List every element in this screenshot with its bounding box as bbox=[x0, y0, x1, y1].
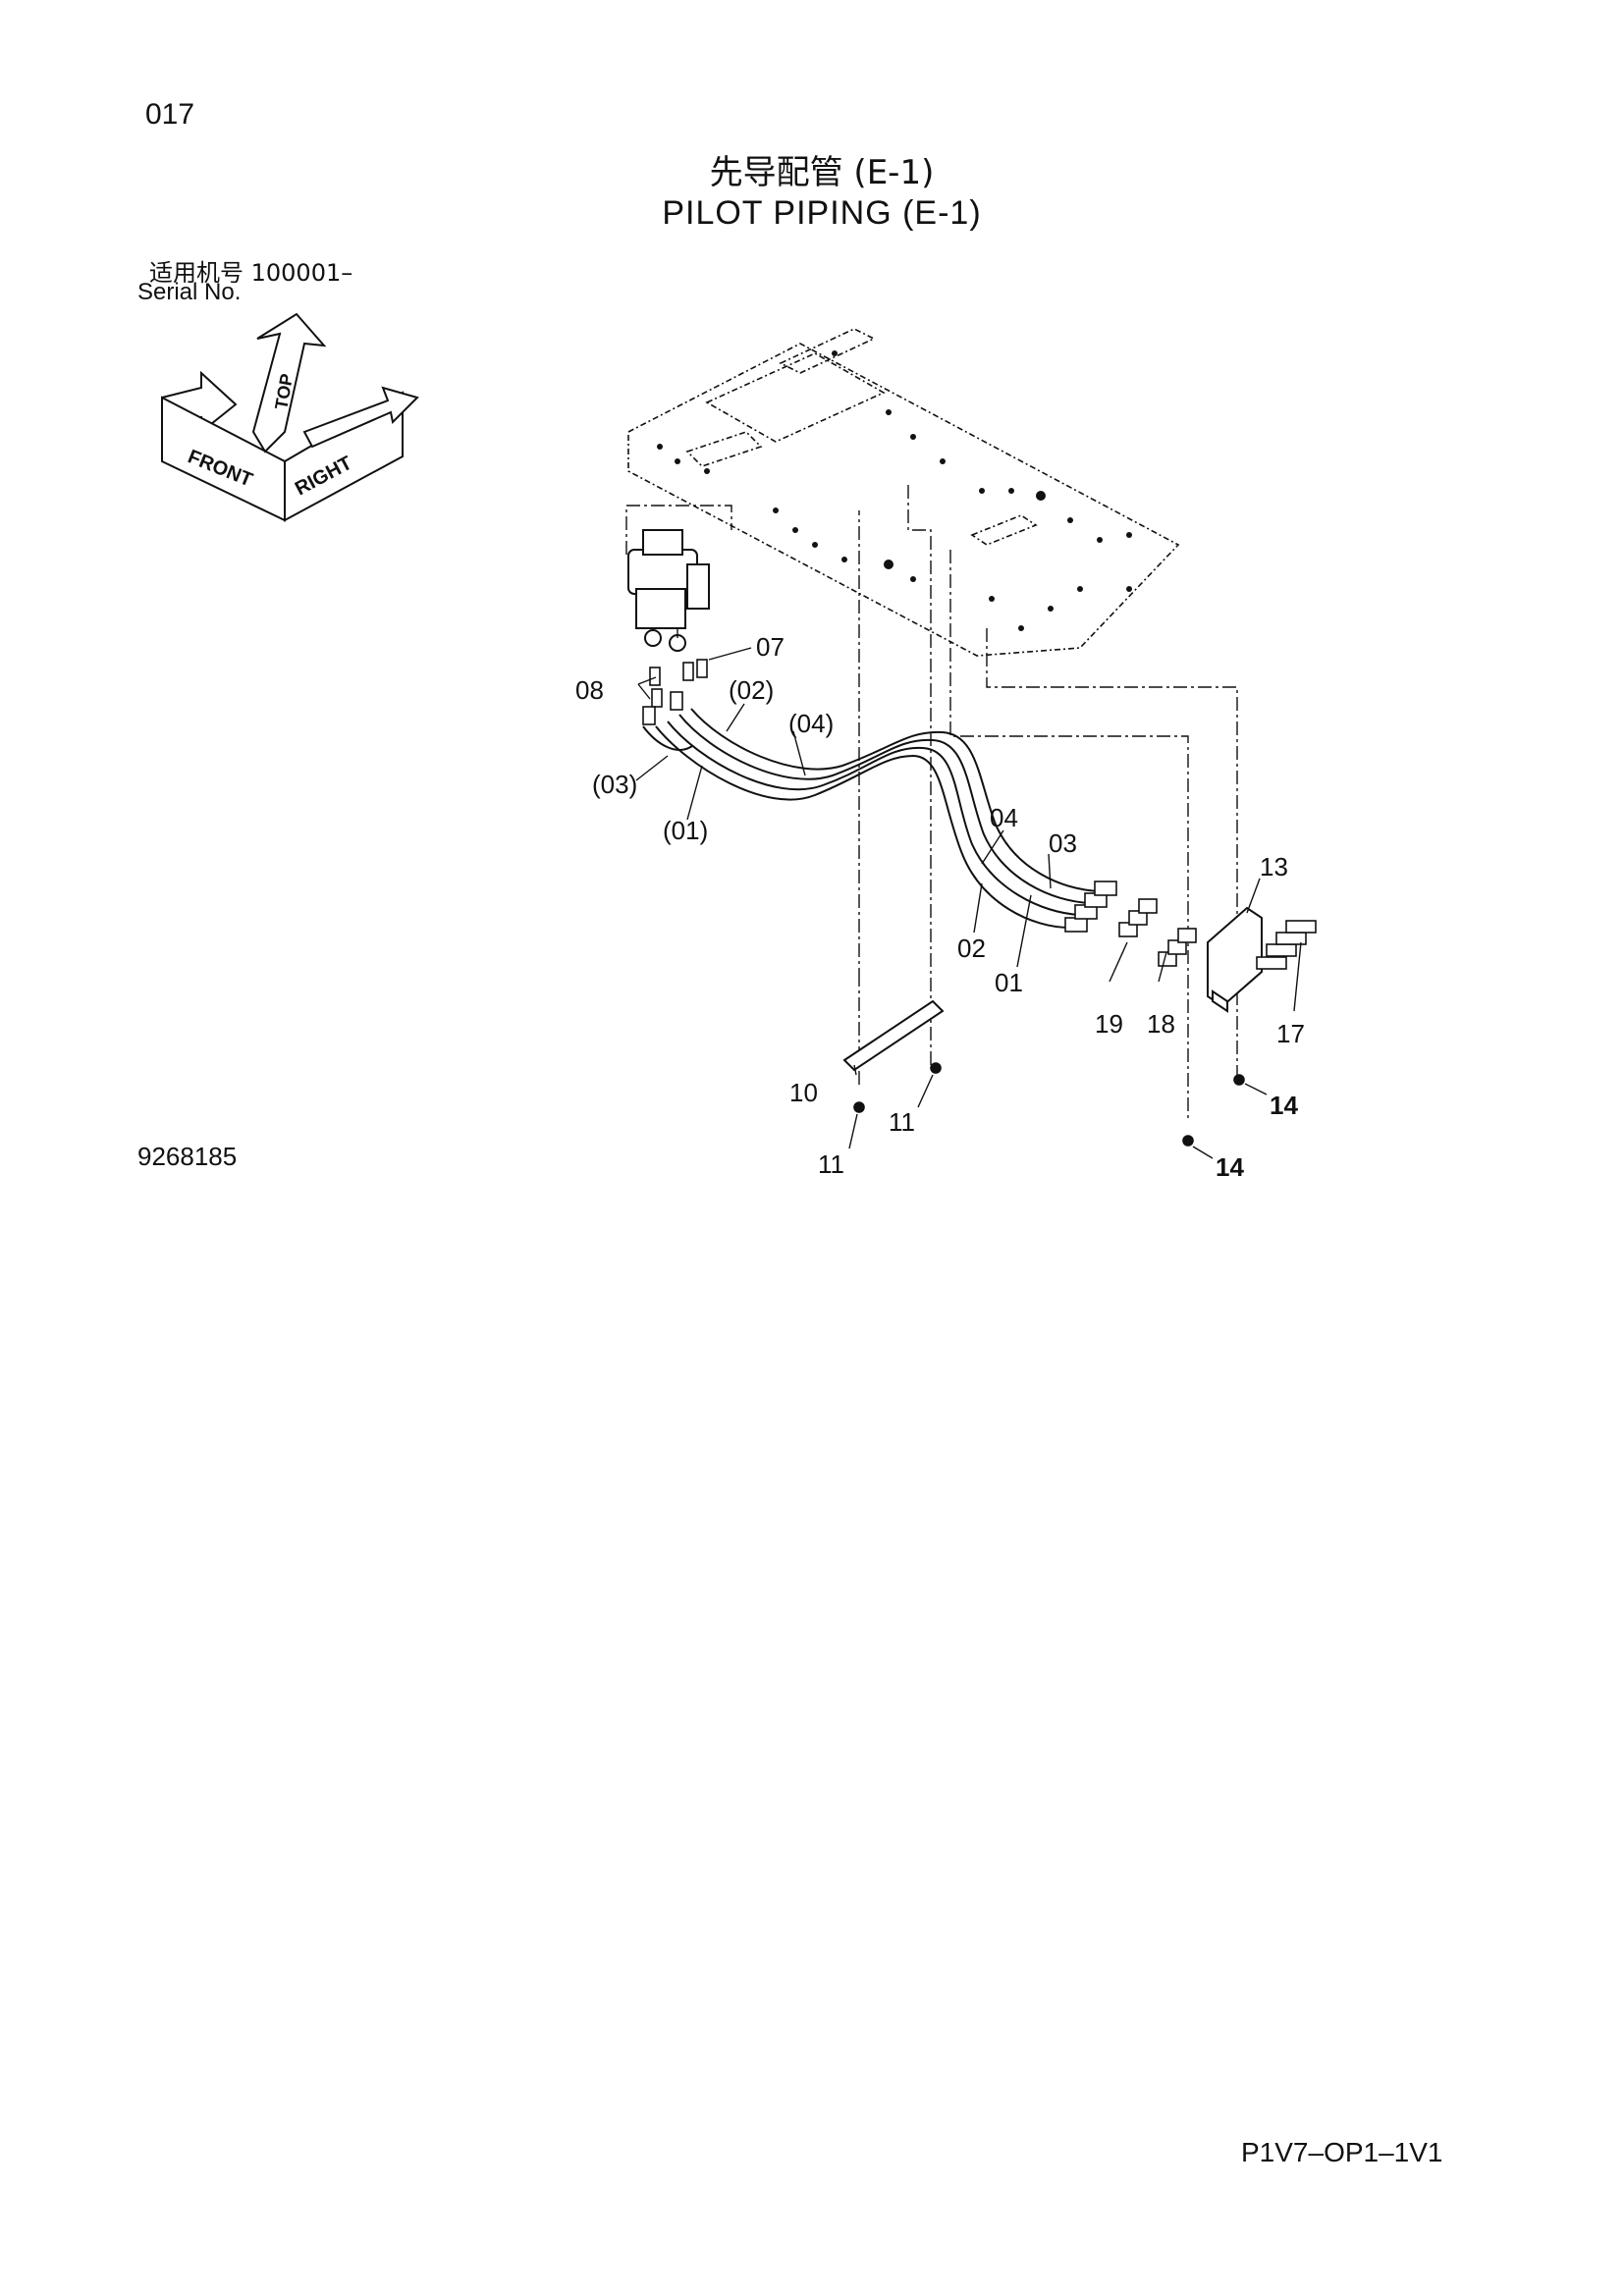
hose-connectors bbox=[1064, 881, 1197, 967]
pilot-valve bbox=[627, 529, 710, 652]
callout-08: 08 bbox=[575, 675, 604, 705]
leader-lines bbox=[635, 647, 1302, 1076]
floor-plate bbox=[627, 328, 1180, 657]
callout-02: 02 bbox=[957, 934, 986, 963]
callout-10: 10 bbox=[789, 1078, 818, 1107]
document-code: P1V7–OP1–1V1 bbox=[1241, 2137, 1443, 2167]
callout-19: 19 bbox=[1095, 1009, 1123, 1039]
centre-lines bbox=[625, 481, 1238, 1119]
callout-01-paren: (01) bbox=[663, 816, 708, 845]
drawing-number: 9268185 bbox=[137, 1142, 238, 1171]
callout-04: 04 bbox=[990, 803, 1018, 832]
top-arrow bbox=[251, 312, 327, 454]
callout-02-paren: (02) bbox=[729, 675, 774, 705]
callout-18: 18 bbox=[1147, 1009, 1175, 1039]
callout-14-lower: 14 bbox=[1216, 1152, 1244, 1182]
page-number: 017 bbox=[145, 98, 195, 131]
callout-03-paren: (03) bbox=[592, 770, 637, 799]
bolts bbox=[853, 1062, 1245, 1147]
right-arrow bbox=[302, 386, 419, 449]
callout-04-paren: (04) bbox=[788, 709, 834, 738]
callouts: 07 08 (02) (04) (03) (01) 04 03 02 01 13… bbox=[575, 632, 1305, 1182]
callout-03: 03 bbox=[1049, 828, 1077, 858]
serial-number-en: Serial No. bbox=[137, 279, 242, 305]
title-chinese: 先导配管 (E-1) bbox=[709, 153, 935, 192]
serial-number-cn: 适用机号 100001– bbox=[149, 259, 353, 287]
orientation-indicator: FRONT RIGHT TOP bbox=[161, 312, 419, 522]
fittings-17 bbox=[1256, 920, 1317, 970]
fittings bbox=[642, 659, 708, 725]
callout-11-lower: 11 bbox=[818, 1149, 844, 1179]
callout-17: 17 bbox=[1276, 1019, 1305, 1048]
plate-holes bbox=[657, 350, 1132, 631]
pilot-hoses bbox=[642, 708, 1101, 929]
pilot-block bbox=[1207, 906, 1263, 1013]
callout-01: 01 bbox=[995, 968, 1023, 997]
callout-11-upper: 11 bbox=[889, 1107, 915, 1137]
callout-14-upper: 14 bbox=[1270, 1091, 1298, 1120]
title-english: PILOT PIPING (E-1) bbox=[662, 194, 982, 232]
callout-07: 07 bbox=[756, 632, 785, 662]
bolt-leaders bbox=[848, 1074, 1268, 1159]
callout-13: 13 bbox=[1260, 852, 1288, 881]
plate-10 bbox=[842, 999, 945, 1072]
